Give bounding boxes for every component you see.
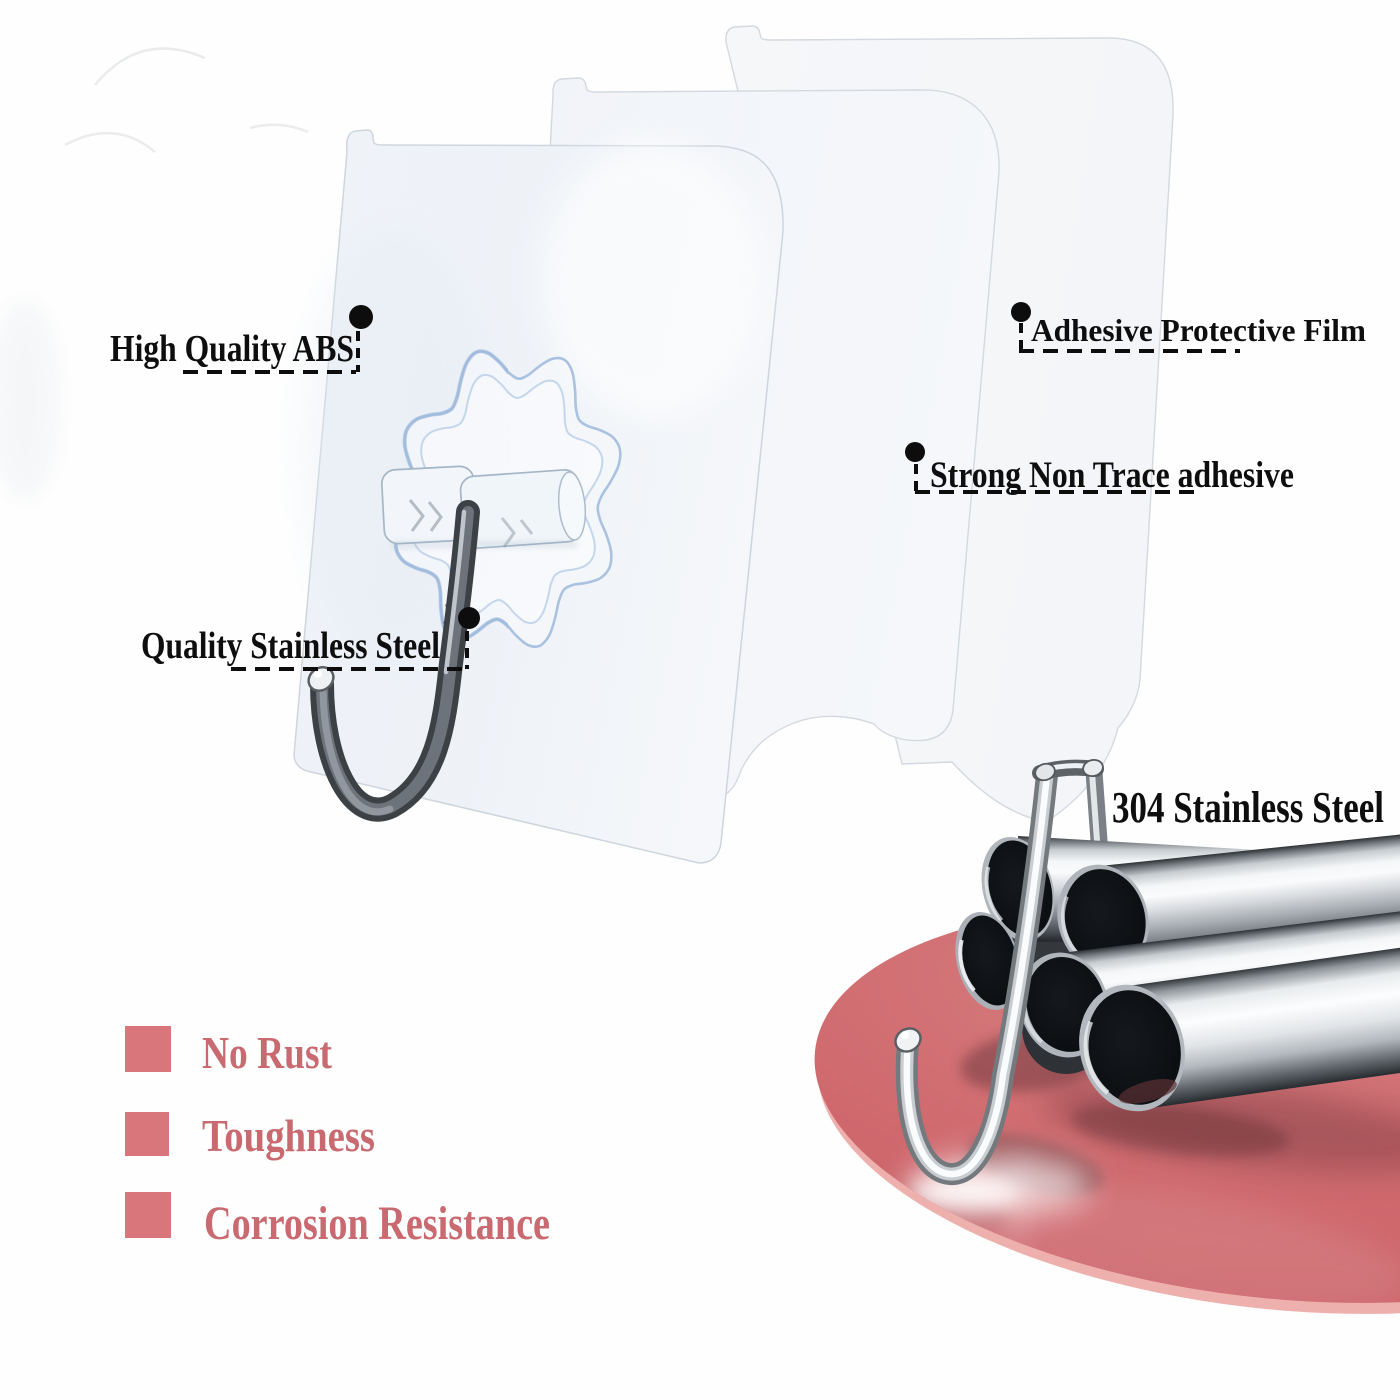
svg-text:Quality Stainless Steel: Quality Stainless Steel <box>141 625 440 667</box>
svg-text:Adhesive Protective Film: Adhesive Protective Film <box>1031 312 1366 348</box>
svg-text:304 Stainless Steel: 304 Stainless Steel <box>1112 783 1384 832</box>
svg-text:No Rust: No Rust <box>202 1027 333 1078</box>
svg-text:Strong Non Trace adhesive: Strong Non Trace adhesive <box>930 455 1294 496</box>
svg-text:Corrosion Resistance: Corrosion Resistance <box>204 1197 550 1250</box>
svg-text:Toughness: Toughness <box>202 1110 375 1161</box>
svg-text:High Quality ABS: High Quality ABS <box>110 328 354 370</box>
